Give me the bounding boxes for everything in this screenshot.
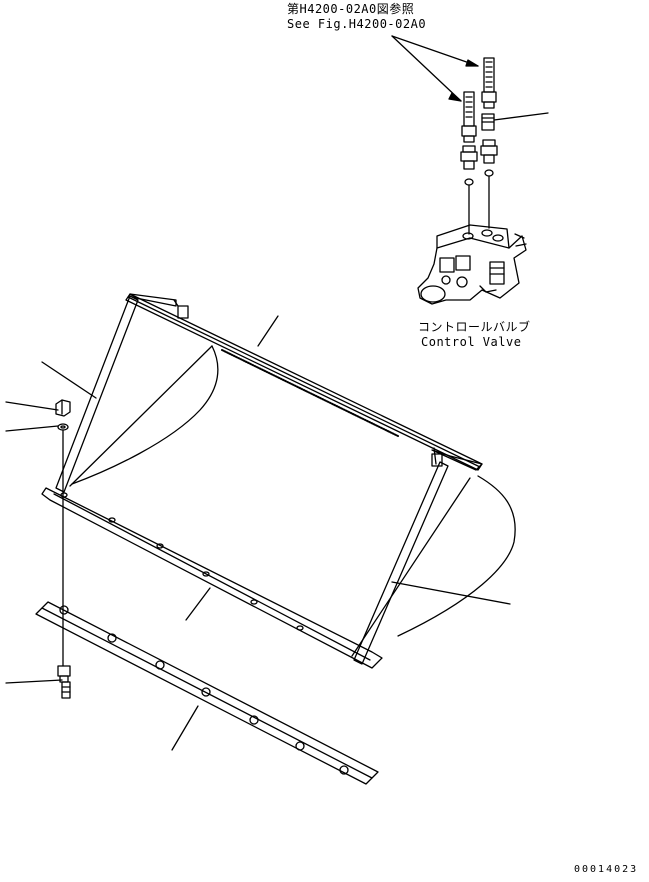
bolt xyxy=(58,666,70,698)
reference-note-english: See Fig.H4200-02A0 xyxy=(287,17,427,31)
bucket xyxy=(42,294,515,668)
reference-note-japanese: 第H4200-02A0図参照 xyxy=(287,2,415,16)
cutting-edge xyxy=(36,602,378,784)
hydraulic-tube-right xyxy=(482,58,496,108)
elbow-fitting xyxy=(482,113,548,130)
drawing-code: 00014023 xyxy=(574,864,639,875)
reference-arrows xyxy=(392,36,478,101)
control-valve-label-japanese: コントロールバルブ xyxy=(418,320,531,334)
hydraulic-tube-left xyxy=(462,92,476,142)
control-valve xyxy=(418,225,526,304)
washer xyxy=(58,424,68,430)
leader-lines xyxy=(6,316,510,750)
control-valve-label-english: Control Valve xyxy=(421,335,522,349)
adapter-fittings xyxy=(461,140,497,169)
nut xyxy=(56,400,70,416)
